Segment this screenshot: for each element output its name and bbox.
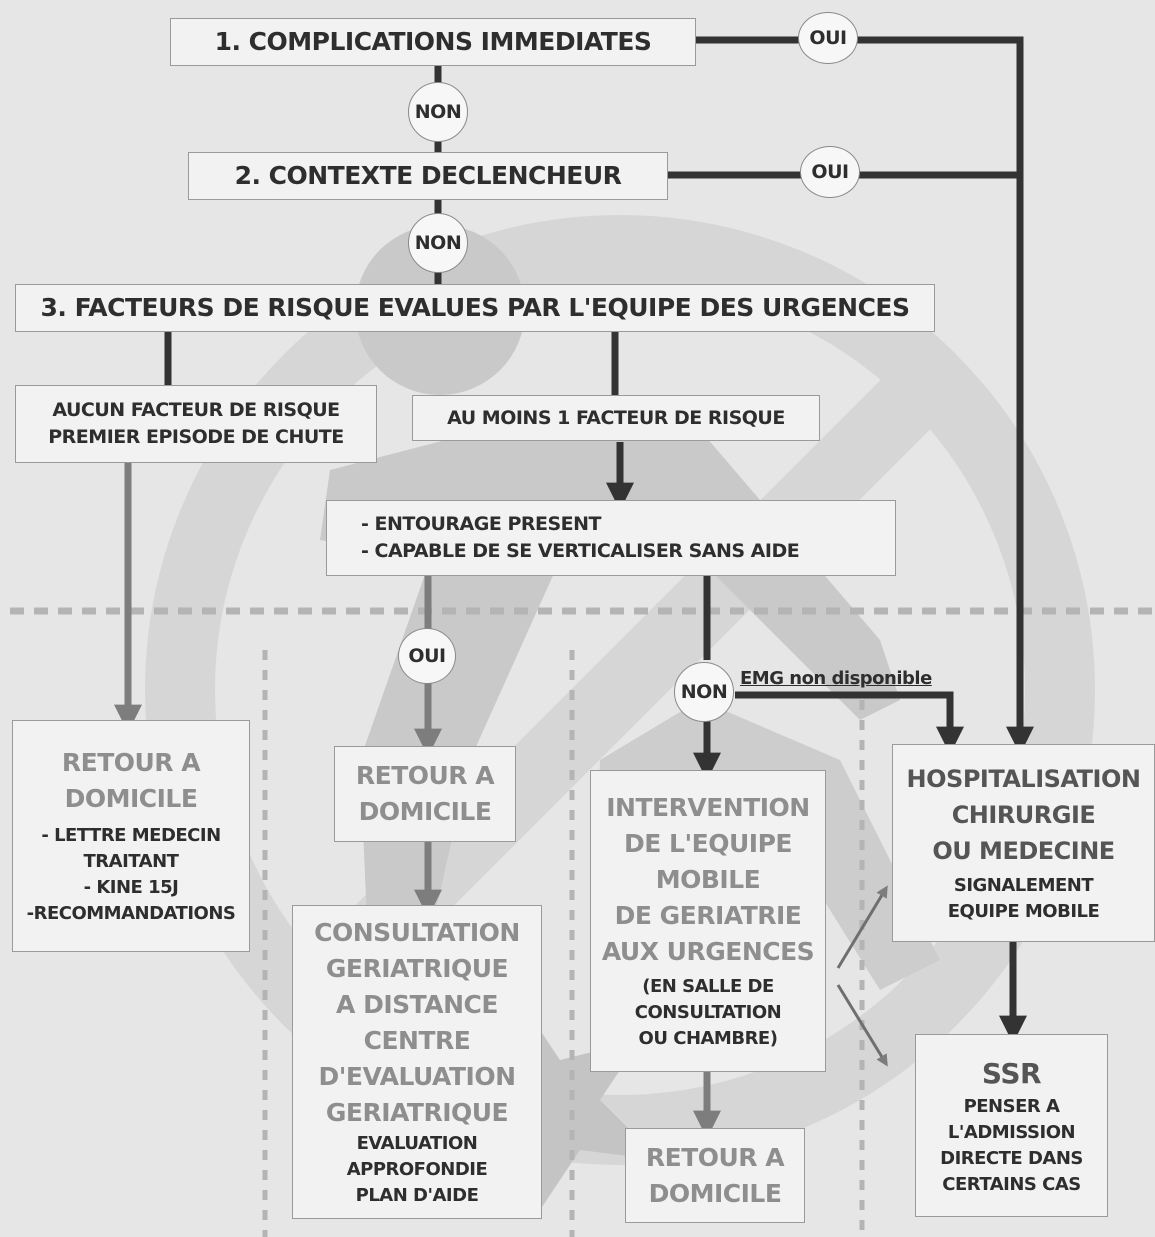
outcome-item-line: CONSULTATION (634, 1002, 782, 1023)
outcome-item-line: EQUIPE MOBILE (947, 901, 1100, 922)
outcome-title-line: HOSPITALISATION (906, 765, 1141, 793)
risk-label: AU MOINS 1 FACTEUR DE RISQUE (447, 406, 785, 429)
outcome-title-line: CENTRE (363, 1026, 471, 1055)
step-1-box: 1. COMPLICATIONS IMMEDIATES (170, 18, 696, 66)
step-3-label: 3. FACTEURS DE RISQUE EVALUES PAR L'EQUI… (40, 293, 910, 322)
step-1-label: 1. COMPLICATIONS IMMEDIATES (214, 27, 652, 56)
outcome-title-line: DE L'EQUIPE (624, 829, 792, 858)
no-risk-box: AUCUN FACTEUR DE RISQUE PREMIER EPISODE … (15, 385, 377, 463)
outcome-item-line: L'ADMISSION (947, 1121, 1076, 1143)
outcome-item-line: (EN SALLE DE (642, 976, 774, 997)
risk-box: AU MOINS 1 FACTEUR DE RISQUE (412, 395, 820, 441)
answer-non-bubble: NON (674, 662, 734, 722)
outcome-title-line: DOMICILE (358, 797, 492, 826)
outcome-item-line: -RECOMMANDATIONS (26, 903, 236, 924)
emg-note: EMG non disponible (740, 668, 932, 689)
retour-domicile-box: RETOUR A DOMICILE (334, 746, 516, 842)
consultation-geriatrique-box: CONSULTATION GERIATRIQUE A DISTANCE CENT… (292, 905, 542, 1219)
outcome-item-line: PENSER A (963, 1095, 1060, 1117)
answer-oui-bubble: OUI (800, 146, 860, 198)
outcome-title-line: RETOUR A (355, 761, 495, 790)
condition-line: - CAPABLE DE SE VERTICALISER SANS AIDE (361, 540, 800, 562)
outcome-title-line: DOMICILE (64, 784, 198, 813)
no-risk-line: AUCUN FACTEUR DE RISQUE (52, 399, 340, 421)
hospitalisation-box: HOSPITALISATION CHIRURGIE OU MEDECINE SI… (892, 744, 1155, 942)
ssr-box: SSR PENSER A L'ADMISSION DIRECTE DANS CE… (915, 1034, 1108, 1217)
answer-oui-label: OUI (408, 645, 446, 667)
step-2-label: 2. CONTEXTE DECLENCHEUR (234, 161, 622, 190)
answer-non-bubble: NON (408, 213, 468, 273)
answer-oui-label: OUI (811, 161, 849, 183)
outcome-title-line: OU MEDECINE (932, 837, 1115, 865)
outcome-item-line: DIRECTE DANS (940, 1147, 1083, 1169)
conditions-box: - ENTOURAGE PRESENT - CAPABLE DE SE VERT… (326, 500, 896, 576)
retour-domicile-box: RETOUR A DOMICILE (625, 1128, 805, 1223)
outcome-item-line: CERTAINS CAS (942, 1173, 1081, 1195)
retour-domicile-box: RETOUR A DOMICILE - LETTRE MEDECIN TRAIT… (12, 720, 250, 952)
answer-oui-bubble: OUI (798, 12, 858, 64)
answer-oui-label: OUI (809, 27, 847, 49)
outcome-item-line: EVALUATION (356, 1133, 478, 1154)
outcome-title-line: CONSULTATION (314, 918, 520, 947)
outcome-title-line: AUX URGENCES (601, 937, 815, 966)
outcome-title-line: GERIATRIQUE (325, 954, 509, 983)
outcome-title-line: A DISTANCE (336, 990, 498, 1019)
step-3-box: 3. FACTEURS DE RISQUE EVALUES PAR L'EQUI… (15, 284, 935, 332)
outcome-title-line: D'EVALUATION (318, 1062, 517, 1091)
outcome-item-line: APPROFONDIE (346, 1159, 488, 1180)
outcome-item-line: - KINE 15J (83, 877, 179, 898)
outcome-item-line: SIGNALEMENT (953, 875, 1094, 896)
outcome-title-line: MOBILE (655, 865, 761, 894)
outcome-item-line: TRAITANT (83, 851, 179, 872)
step-2-box: 2. CONTEXTE DECLENCHEUR (188, 152, 668, 200)
outcome-title-line: RETOUR A (61, 748, 201, 777)
outcome-title-line: DOMICILE (648, 1178, 782, 1208)
outcome-title-line: INTERVENTION (606, 793, 810, 822)
answer-non-label: NON (414, 232, 462, 254)
outcome-title-line: GERIATRIQUE (325, 1098, 509, 1127)
outcome-title-line: CHIRURGIE (951, 801, 1096, 829)
answer-non-label: NON (414, 101, 462, 123)
answer-non-bubble: NON (408, 82, 468, 142)
outcome-item-line: OU CHAMBRE) (638, 1028, 778, 1049)
intervention-equipe-mobile-box: INTERVENTION DE L'EQUIPE MOBILE DE GERIA… (590, 770, 826, 1072)
outcome-item-line: PLAN D'AIDE (355, 1185, 479, 1206)
outcome-title-line: RETOUR A (645, 1142, 785, 1172)
condition-line: - ENTOURAGE PRESENT (361, 513, 602, 535)
outcome-title-line: SSR (981, 1056, 1042, 1090)
outcome-item-line: - LETTRE MEDECIN (41, 825, 221, 846)
outcome-title-line: DE GERIATRIE (614, 901, 802, 930)
answer-oui-bubble: OUI (398, 628, 456, 684)
answer-non-label: NON (680, 681, 728, 703)
no-risk-line: PREMIER EPISODE DE CHUTE (48, 426, 344, 448)
